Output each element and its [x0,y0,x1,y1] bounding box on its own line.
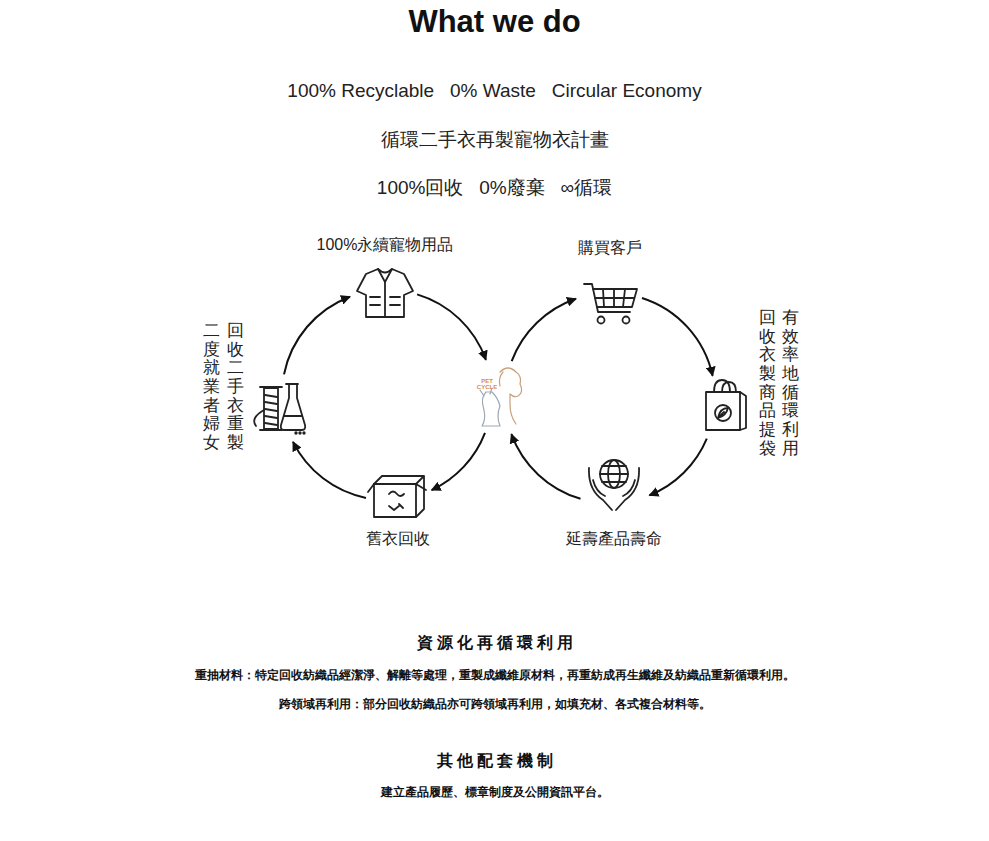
cart-icon [584,284,637,324]
spool-flask-icon [254,384,305,434]
remake-station: 回收二手衣重製二度就業者婦女 [256,379,306,435]
bag-icon [706,380,746,430]
station-label: 舊衣回收 [366,529,430,550]
station-label: 購買客戶 [578,238,642,259]
logo-hub: PET CYCLE [473,366,523,428]
hands-globe-icon [589,460,639,510]
pet-cycle-logo [480,368,522,426]
product-station: 100%永續寵物用品 [357,268,413,318]
collect-station: 舊衣回收 [371,473,425,519]
section-heading: 資源化再循環利用 [0,633,989,654]
station-label: 100%永續寵物用品 [317,235,454,256]
subtitle-text: 100% Recyclable 0% Waste Circular Econom… [0,80,989,102]
body-text: 建立產品履歷、標章制度及公開資訊平台。 [0,784,989,801]
flow-arrow [417,294,486,359]
flow-arrow [642,298,713,376]
flow-arrow [293,442,366,498]
flow-arrow [432,433,485,490]
box-icon [368,476,426,517]
vertical-label: 有效率地循環利用 [782,309,799,459]
flow-arrow [511,434,580,499]
vertical-label: 回收二手衣重製 [227,322,244,453]
extend-station: 延壽產品壽命 [585,462,643,512]
body-text: 跨領域再利用：部分回收紡織品亦可跨領域再利用，如填充材、各式複合材料等。 [0,696,989,713]
diagram-title: What we do [0,4,989,40]
flow-arrow [284,297,350,375]
flow-arrow [512,299,576,361]
body-text: 重抽材料：特定回收紡織品經潔淨、解離等處理，重製成纖維原材料，再重紡成再生纖維及… [0,667,989,684]
vertical-label: 二度就業者婦女 [203,322,220,453]
subtitle-text: 100%回收 0%廢棄 ∞循環 [0,175,989,201]
station-label: 延壽產品壽命 [566,529,662,550]
flow-arrow [649,439,706,496]
vertical-label: 回收衣製商品提袋 [759,309,776,459]
customer-station: 購買客戶 [582,281,638,325]
bag-station: 有效率地循環利用回收衣製商品提袋 [702,382,748,434]
logo-text: PET CYCLE [475,378,499,391]
section-heading: 其他配套機制 [0,751,989,772]
shirt-icon [357,269,413,317]
subtitle-text: 循環二手衣再製寵物衣計畫 [0,127,989,153]
